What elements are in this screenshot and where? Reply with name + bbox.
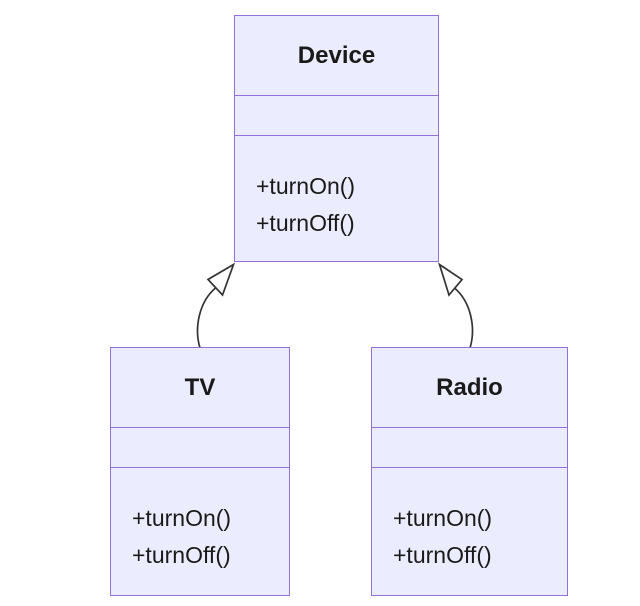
method-label: +turnOff() [256,210,355,236]
method-label: +turnOff() [393,542,492,568]
inheritance-edge-tv-to-device [196,287,217,349]
method-label: +turnOn() [132,505,232,531]
class-node-device: Device +turnOn() +turnOff() [234,15,439,262]
class-title: Device [297,41,376,69]
inheritance-arrowhead-radio-to-device [437,262,464,297]
class-attributes-section [235,95,438,135]
class-node-tv: TV +turnOn() +turnOff() [110,347,290,596]
class-title: Radio [436,373,503,401]
method-label: +turnOn() [256,173,356,199]
class-node-radio: Radio +turnOn() +turnOff() [371,347,568,596]
class-attributes-section [372,427,567,467]
class-methods-section: +turnOn() +turnOff() [235,135,438,242]
class-attributes-section [111,427,289,467]
method-label: +turnOn() [393,505,493,531]
inheritance-edge-radio-to-device [453,287,474,349]
class-methods-section: +turnOn() +turnOff() [372,467,567,574]
method-label: +turnOff() [132,542,231,568]
class-title: TV [184,373,216,401]
class-methods-section: +turnOn() +turnOff() [111,467,289,574]
inheritance-arrowhead-tv-to-device [206,262,236,297]
